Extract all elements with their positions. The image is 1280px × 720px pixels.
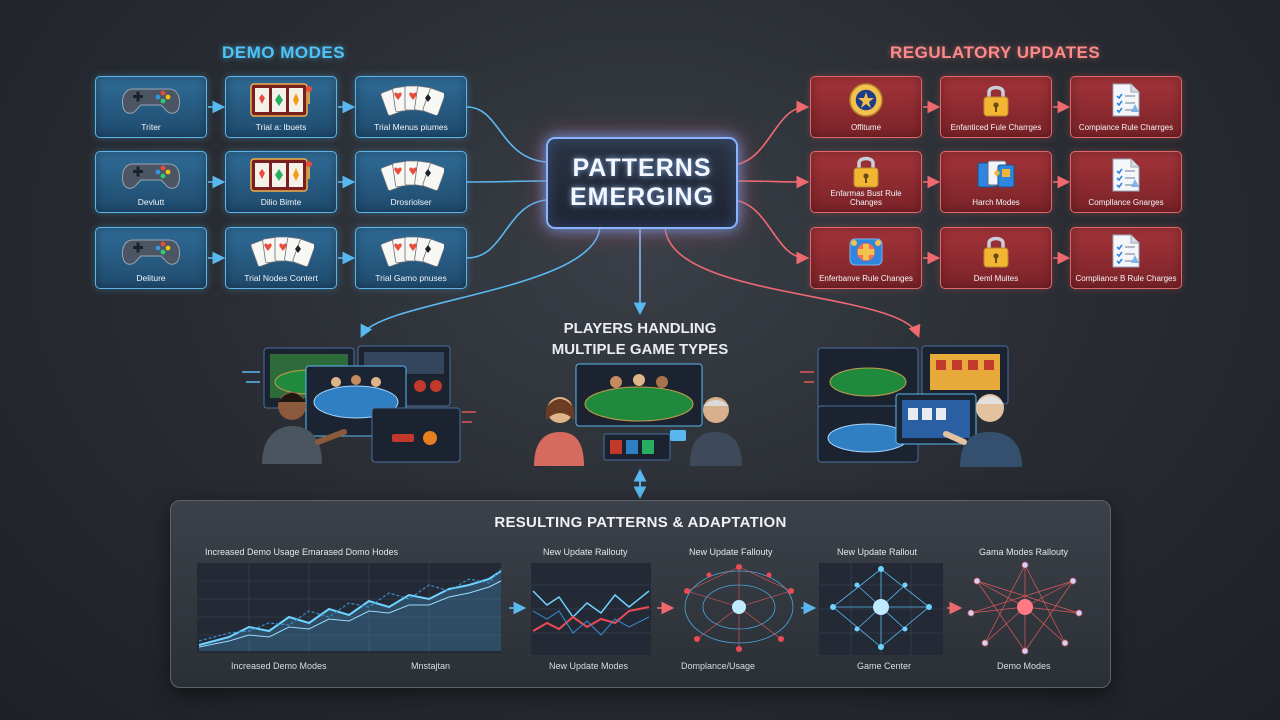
chart-1-title: Increased Demo Usage Emarased Domo Hodes [205, 547, 399, 557]
padlock-icon [811, 152, 921, 189]
hub-line-1: PATTERNS [572, 154, 712, 182]
demo-card-label: Trial Menus piumes [374, 122, 448, 132]
gamepad-icon [96, 152, 206, 198]
padlock-icon [941, 77, 1051, 123]
chart-2-caption: New Update Modes [549, 661, 629, 671]
checklist-document-icon [1071, 152, 1181, 198]
resulting-patterns-title: RESULTING PATTERNS & ADAPTATION [494, 514, 787, 531]
chart-4-network [819, 563, 943, 655]
reg-card-r3-c2: Deml Muites [940, 227, 1052, 289]
players-title: PLAYERS HANDLING MULTIPLE GAME TYPES [520, 318, 760, 360]
player-scene-center [534, 363, 742, 466]
chart-5-caption: Demo Modes [997, 661, 1051, 671]
reg-card-label: Compiance Rule Charrges [1078, 123, 1174, 132]
resulting-patterns-panel: RESULTING PATTERNS & ADAPTATION Increase… [170, 500, 1111, 688]
checklist-document-icon [1071, 228, 1181, 274]
reg-card-label: Compliance B Rule Charges [1075, 274, 1177, 283]
player-scene-right [800, 345, 1022, 467]
demo-card-r1-c2: Trial a: lbuets [225, 76, 337, 138]
checklist-document-icon [1071, 77, 1181, 123]
reg-card-r1-c1: Offitume [810, 76, 922, 138]
chart-flow-arrows [509, 601, 963, 615]
reg-card-label: Enfanticed Fule Charrges [950, 123, 1042, 132]
demo-card-r2-c2: Dilio Bimte [225, 151, 337, 213]
demo-modes-title: DEMO MODES [222, 43, 346, 62]
demo-card-label: Deliture [136, 273, 166, 283]
demo-card-label: Triter [141, 122, 161, 132]
reg-card-r3-c1: Enferbanve Rule Changes [810, 227, 922, 289]
demo-card-label: Drosriolser [390, 197, 432, 207]
playing-cards-icon [226, 228, 336, 274]
reg-card-label: Offitume [850, 123, 882, 132]
chart-5-title: Gama Modes Rallouty [979, 547, 1069, 557]
demo-card-r1-c1: Triter [95, 76, 207, 138]
gamepad-icon [96, 77, 206, 123]
chart-3-title: New Update Fallouty [689, 547, 773, 557]
reg-card-r1-c2: Enfanticed Fule Charrges [940, 76, 1052, 138]
reg-card-label: Deml Muites [973, 274, 1019, 283]
playing-cards-icon [356, 228, 466, 274]
reg-card-label: Enfarmas Bust Rule Changes [830, 189, 902, 207]
reg-card-label: Harch Modes [972, 198, 1020, 207]
gift-badge-icon [811, 228, 921, 274]
chart-4-caption: Game Center [857, 661, 912, 671]
demo-card-r3-c1: Deliture [95, 227, 207, 289]
reg-card-r2-c2: Harch Modes [940, 151, 1052, 213]
demo-card-r3-c2: Trial Nodes Contert [225, 227, 337, 289]
demo-card-r1-c3: Trial Menus piumes [355, 76, 467, 138]
demo-card-label: Trial a: lbuets [255, 122, 307, 132]
reg-card-r3-c3: Compliance B Rule Charges [1070, 227, 1182, 289]
demo-card-r3-c3: Trial Gamo pnuses [355, 227, 467, 289]
chart-4-title: New Update Rallout [837, 547, 918, 557]
reg-card-r2-c1: Enfarmas Bust Rule Changes [810, 151, 922, 213]
reg-card-r1-c3: Compiance Rule Charrges [1070, 76, 1182, 138]
demo-card-label: Dilio Bimte [260, 197, 302, 207]
playing-cards-icon [356, 152, 466, 198]
reg-card-label: Compllance Gnarges [1088, 198, 1164, 207]
cards-stack-icon [941, 152, 1051, 198]
reg-card-r2-c3: Compllance Gnarges [1070, 151, 1182, 213]
chart-5-network [967, 561, 1083, 655]
chart-1-caption-left: Increased Demo Modes [231, 661, 327, 671]
demo-card-r2-c3: Drosriolser [355, 151, 467, 213]
demo-card-label: Devlutt [137, 197, 165, 207]
demo-card-label: Trial Nodes Contert [244, 273, 318, 283]
chart-2-title: New Update Rallouty [543, 547, 628, 557]
gamepad-icon [96, 228, 206, 274]
chart-2-update-lines [531, 563, 651, 655]
playing-cards-icon [356, 77, 466, 123]
player-scene-left [242, 345, 476, 464]
chart-3-network [684, 564, 794, 652]
slot-machine-icon [226, 152, 336, 198]
chart-3-caption: Domplance/Usage [681, 661, 756, 671]
slot-machine-icon [226, 77, 336, 123]
players-title-line-2: MULTIPLE GAME TYPES [551, 341, 729, 358]
players-title-line-1: PLAYERS HANDLING [563, 320, 717, 337]
regulatory-updates-title: REGULATORY UPDATES [890, 43, 1101, 62]
padlock-icon [941, 228, 1051, 274]
reg-card-label: Enferbanve Rule Changes [819, 274, 913, 283]
demo-card-r2-c1: Devlutt [95, 151, 207, 213]
seal-badge-icon [811, 77, 921, 123]
chart-1-caption-right: Mnstajtan [411, 661, 451, 671]
hub-line-2: EMERGING [569, 183, 715, 211]
chart-1-usage-lines [197, 563, 502, 653]
demo-card-label: Trial Gamo pnuses [375, 273, 447, 283]
